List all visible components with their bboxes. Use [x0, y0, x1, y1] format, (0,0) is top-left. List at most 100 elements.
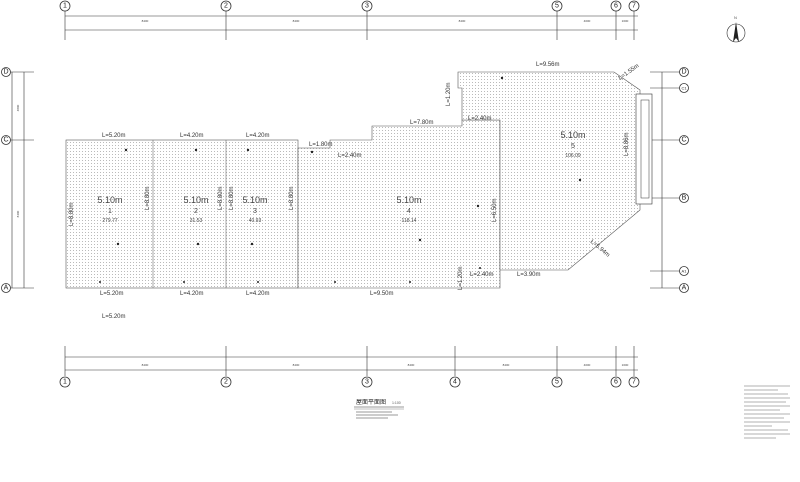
axis-label: B — [682, 195, 687, 202]
north-arrow-icon: N — [726, 15, 746, 43]
top-axis-grid — [64, 8, 638, 40]
axis-bubble-right-B: B — [679, 193, 689, 203]
drawing-scale: 1:100 — [392, 401, 401, 405]
length-label: L=1.20m — [458, 266, 464, 290]
axis-label: 6 — [614, 3, 618, 10]
length-label: L=2.40m — [470, 272, 494, 278]
axis-bubble-bottom-2: 2 — [220, 376, 232, 388]
roof-area-left — [65, 139, 299, 289]
dimension-label: 1600 — [622, 19, 629, 23]
length-label: L=8.80m — [218, 186, 224, 210]
length-label: L=8.80m — [289, 186, 295, 210]
dimension-label: 4000 — [584, 19, 591, 23]
length-label: L=4.20m — [180, 133, 204, 139]
room-elevation: 5.10m — [183, 195, 208, 205]
dimension-label: 8400 — [293, 363, 300, 367]
length-annotations: L=5.20m L=4.20m L=4.20m L=1.80m L=2.40m … — [69, 62, 640, 320]
dimension-label: 8400 — [408, 363, 415, 367]
axis-bubble-right-C: C — [679, 135, 689, 145]
length-label: L=8.80m — [145, 186, 151, 210]
room-area: 31.53 — [190, 218, 203, 224]
dimension-label: 8400 — [293, 19, 300, 23]
length-label: L=4.20m — [180, 291, 204, 297]
top-axis-bubbles: 1 2 3 5 6 7 — [59, 0, 640, 12]
length-label: L=6.50m — [492, 198, 498, 222]
axis-label: 7 — [632, 3, 636, 10]
axis-label: A — [682, 285, 687, 292]
room-number: 5 — [571, 143, 575, 150]
axis-label: A — [4, 285, 9, 292]
axis-bubble-top-2: 2 — [220, 0, 232, 12]
axis-bubble-left-A: A — [1, 283, 11, 293]
axis-label: 2 — [224, 379, 228, 386]
axis-label: 1 — [63, 3, 67, 10]
axis-bubble-bottom-3: 3 — [361, 376, 373, 388]
right-axis-bubbles: D C1 C B A1 A — [679, 67, 689, 293]
left-axis-grid — [6, 71, 34, 289]
axis-bubble-right-A: A — [679, 283, 689, 293]
length-label: L=7.80m — [410, 120, 434, 126]
room-area: 279.77 — [102, 218, 118, 224]
room-elevation: 5.10m — [242, 195, 267, 205]
room-elevation: 5.10m — [396, 195, 421, 205]
length-label: L=9.50m — [370, 291, 394, 297]
length-label: L=3.90m — [517, 272, 541, 278]
axis-bubble-top-5: 5 — [551, 0, 563, 12]
axis-bubble-right-A1: A1 — [679, 266, 689, 276]
length-label: L=1.20m — [446, 82, 452, 106]
dimension-label: 1600 — [622, 363, 629, 367]
axis-label: D — [681, 69, 686, 76]
room-area: 106.09 — [565, 153, 581, 159]
room-elevation: 5.10m — [560, 130, 585, 140]
length-label: L=1.55m — [618, 63, 641, 81]
axis-label: A1 — [682, 269, 688, 274]
roof-area-5 — [457, 71, 641, 271]
axis-label: 3 — [365, 3, 369, 10]
axis-label: 3 — [365, 379, 369, 386]
roof-area-4 — [297, 119, 501, 289]
length-label: L=8.80m — [69, 202, 75, 226]
axis-label: 2 — [224, 3, 228, 10]
length-label: L=5.20m — [102, 314, 126, 320]
length-label: L=9.56m — [536, 62, 560, 68]
axis-bubble-top-3: 3 — [361, 0, 373, 12]
room-number: 1 — [108, 208, 112, 215]
axis-bubble-bottom-7: 7 — [628, 376, 640, 388]
dimension-label: 8400 — [142, 19, 149, 23]
axis-bubble-bottom-6: 6 — [610, 376, 622, 388]
room-label-2: 5.10m 2 31.53 — [183, 195, 208, 224]
room-number: 4 — [407, 208, 411, 215]
axis-bubble-top-1: 1 — [59, 0, 71, 12]
axis-bubble-bottom-4: 4 — [449, 376, 461, 388]
length-label: L=8.86m — [624, 132, 630, 156]
top-dimension-texts: 8400 8400 8400 4000 1600 — [142, 19, 629, 23]
drawing-title: 屋面平面图 1:100 — [354, 399, 404, 419]
room-number: 3 — [253, 208, 257, 215]
axis-label: 5 — [555, 3, 559, 10]
axis-label: D — [3, 69, 8, 76]
axis-bubble-left-C: C — [1, 135, 11, 145]
left-axis-bubbles: D C A — [1, 67, 11, 293]
axis-label: C — [3, 137, 8, 144]
roof-areas — [65, 71, 653, 289]
dimension-label: 4000 — [584, 363, 591, 367]
length-label: L=2.40m — [338, 153, 362, 159]
axis-bubble-left-D: D — [1, 67, 11, 77]
dimension-label: 8400 — [142, 363, 149, 367]
right-axis-grid — [650, 71, 680, 289]
axis-bubble-bottom-1: 1 — [59, 376, 71, 388]
length-label: L=5.20m — [102, 133, 126, 139]
dimension-label: 8400 — [503, 363, 510, 367]
length-label: L=4.20m — [246, 291, 270, 297]
axis-bubble-right-C1: C1 — [679, 83, 689, 93]
room-number: 2 — [194, 208, 198, 215]
length-label: L=8.80m — [229, 186, 235, 210]
bottom-axis-bubbles: 1 2 3 4 5 6 7 — [59, 376, 640, 388]
length-label: L=4.20m — [246, 133, 270, 139]
axis-bubble-top-7: 7 — [628, 0, 640, 12]
room-label-5: 5.10m 5 106.09 — [560, 130, 585, 159]
axis-bubble-bottom-5: 5 — [551, 376, 563, 388]
